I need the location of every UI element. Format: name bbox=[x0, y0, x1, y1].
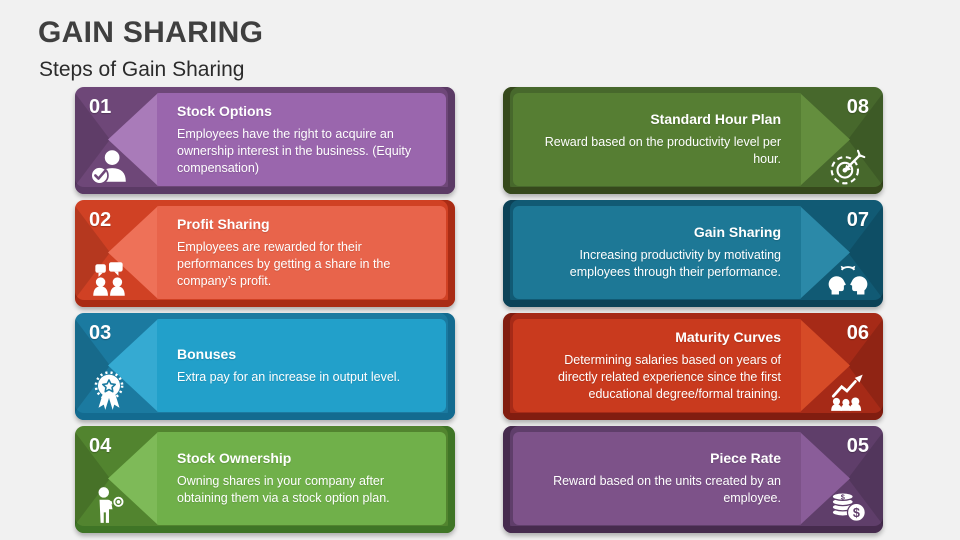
card-stock-options: Stock Options Employees have the right t… bbox=[75, 87, 455, 194]
card-title: Profit Sharing bbox=[177, 215, 270, 232]
card-body: Employees have the right to acquire an o… bbox=[177, 126, 412, 175]
card-columns: Stock Options Employees have the right t… bbox=[75, 87, 883, 533]
card-bonuses: Bonuses Extra pay for an increase in out… bbox=[75, 313, 455, 420]
card-title: Piece Rate bbox=[710, 450, 781, 466]
card-panel: Stock Ownership Owning shares in your co… bbox=[157, 432, 446, 525]
card-number: 03 bbox=[89, 322, 112, 344]
page-subtitle: Steps of Gain Sharing bbox=[39, 58, 245, 81]
card-body: Reward based on the units created by an … bbox=[553, 474, 781, 505]
person-coin-icon bbox=[88, 484, 130, 526]
people-growth-icon bbox=[827, 371, 869, 413]
card-title: Stock Ownership bbox=[177, 450, 292, 466]
card-number: 04 bbox=[89, 435, 112, 457]
card-body: Owning shares in your company after obta… bbox=[177, 474, 390, 505]
left-column: Stock Options Employees have the right t… bbox=[75, 87, 455, 533]
card-number: 02 bbox=[89, 209, 112, 231]
card-standard-hour-plan: Standard Hour Plan Reward based on the p… bbox=[503, 87, 883, 194]
svg-text:$: $ bbox=[853, 506, 860, 520]
people-discussion-icon bbox=[88, 258, 130, 300]
person-check-icon bbox=[88, 145, 130, 187]
card-piece-rate: Piece Rate Reward based on the units cre… bbox=[503, 426, 883, 533]
card-profit-sharing: Profit Sharing Employees are rewarded fo… bbox=[75, 200, 455, 307]
card-panel: Standard Hour Plan Reward based on the p… bbox=[513, 93, 801, 186]
card-panel: Stock Options Employees have the right t… bbox=[157, 93, 446, 186]
card-title: Maturity Curves bbox=[675, 328, 781, 345]
card-number: 05 bbox=[846, 435, 869, 457]
card-title: Standard Hour Plan bbox=[650, 111, 781, 127]
card-title: Bonuses bbox=[177, 345, 237, 362]
card-panel: Profit Sharing Employees are rewarded fo… bbox=[157, 206, 446, 299]
card-maturity-curves: Maturity Curves Determining salaries bas… bbox=[503, 313, 883, 420]
card-body: Determining salaries based on years of d… bbox=[557, 352, 781, 401]
card-number: 01 bbox=[89, 96, 112, 118]
card-panel: Bonuses Extra pay for an increase in out… bbox=[157, 319, 446, 412]
card-body: Increasing productivity by motivating em… bbox=[569, 248, 781, 279]
card-body: Employees are rewarded for their perform… bbox=[177, 239, 391, 288]
card-number: 07 bbox=[846, 209, 869, 231]
card-title: Gain Sharing bbox=[693, 224, 781, 240]
card-panel: Maturity Curves Determining salaries bas… bbox=[513, 319, 801, 412]
card-number: 08 bbox=[846, 96, 869, 118]
page-title: GAIN SHARING bbox=[38, 16, 264, 49]
card-number: 06 bbox=[846, 322, 869, 344]
award-ribbon-icon bbox=[88, 371, 130, 413]
target-dart-icon bbox=[827, 145, 869, 187]
minds-sharing-icon bbox=[827, 258, 869, 300]
svg-text:$: $ bbox=[841, 493, 845, 502]
card-panel: Piece Rate Reward based on the units cre… bbox=[513, 432, 801, 525]
card-body: Reward based on the productivity level p… bbox=[544, 135, 781, 166]
card-title: Stock Options bbox=[177, 102, 272, 119]
card-panel: Gain Sharing Increasing productivity by … bbox=[513, 206, 801, 299]
card-stock-ownership: Stock Ownership Owning shares in your co… bbox=[75, 426, 455, 533]
card-body: Extra pay for an increase in output leve… bbox=[177, 369, 401, 384]
right-column: Standard Hour Plan Reward based on the p… bbox=[503, 87, 883, 533]
coins-stack-icon: $ $ bbox=[827, 484, 869, 526]
card-gain-sharing: Gain Sharing Increasing productivity by … bbox=[503, 200, 883, 307]
